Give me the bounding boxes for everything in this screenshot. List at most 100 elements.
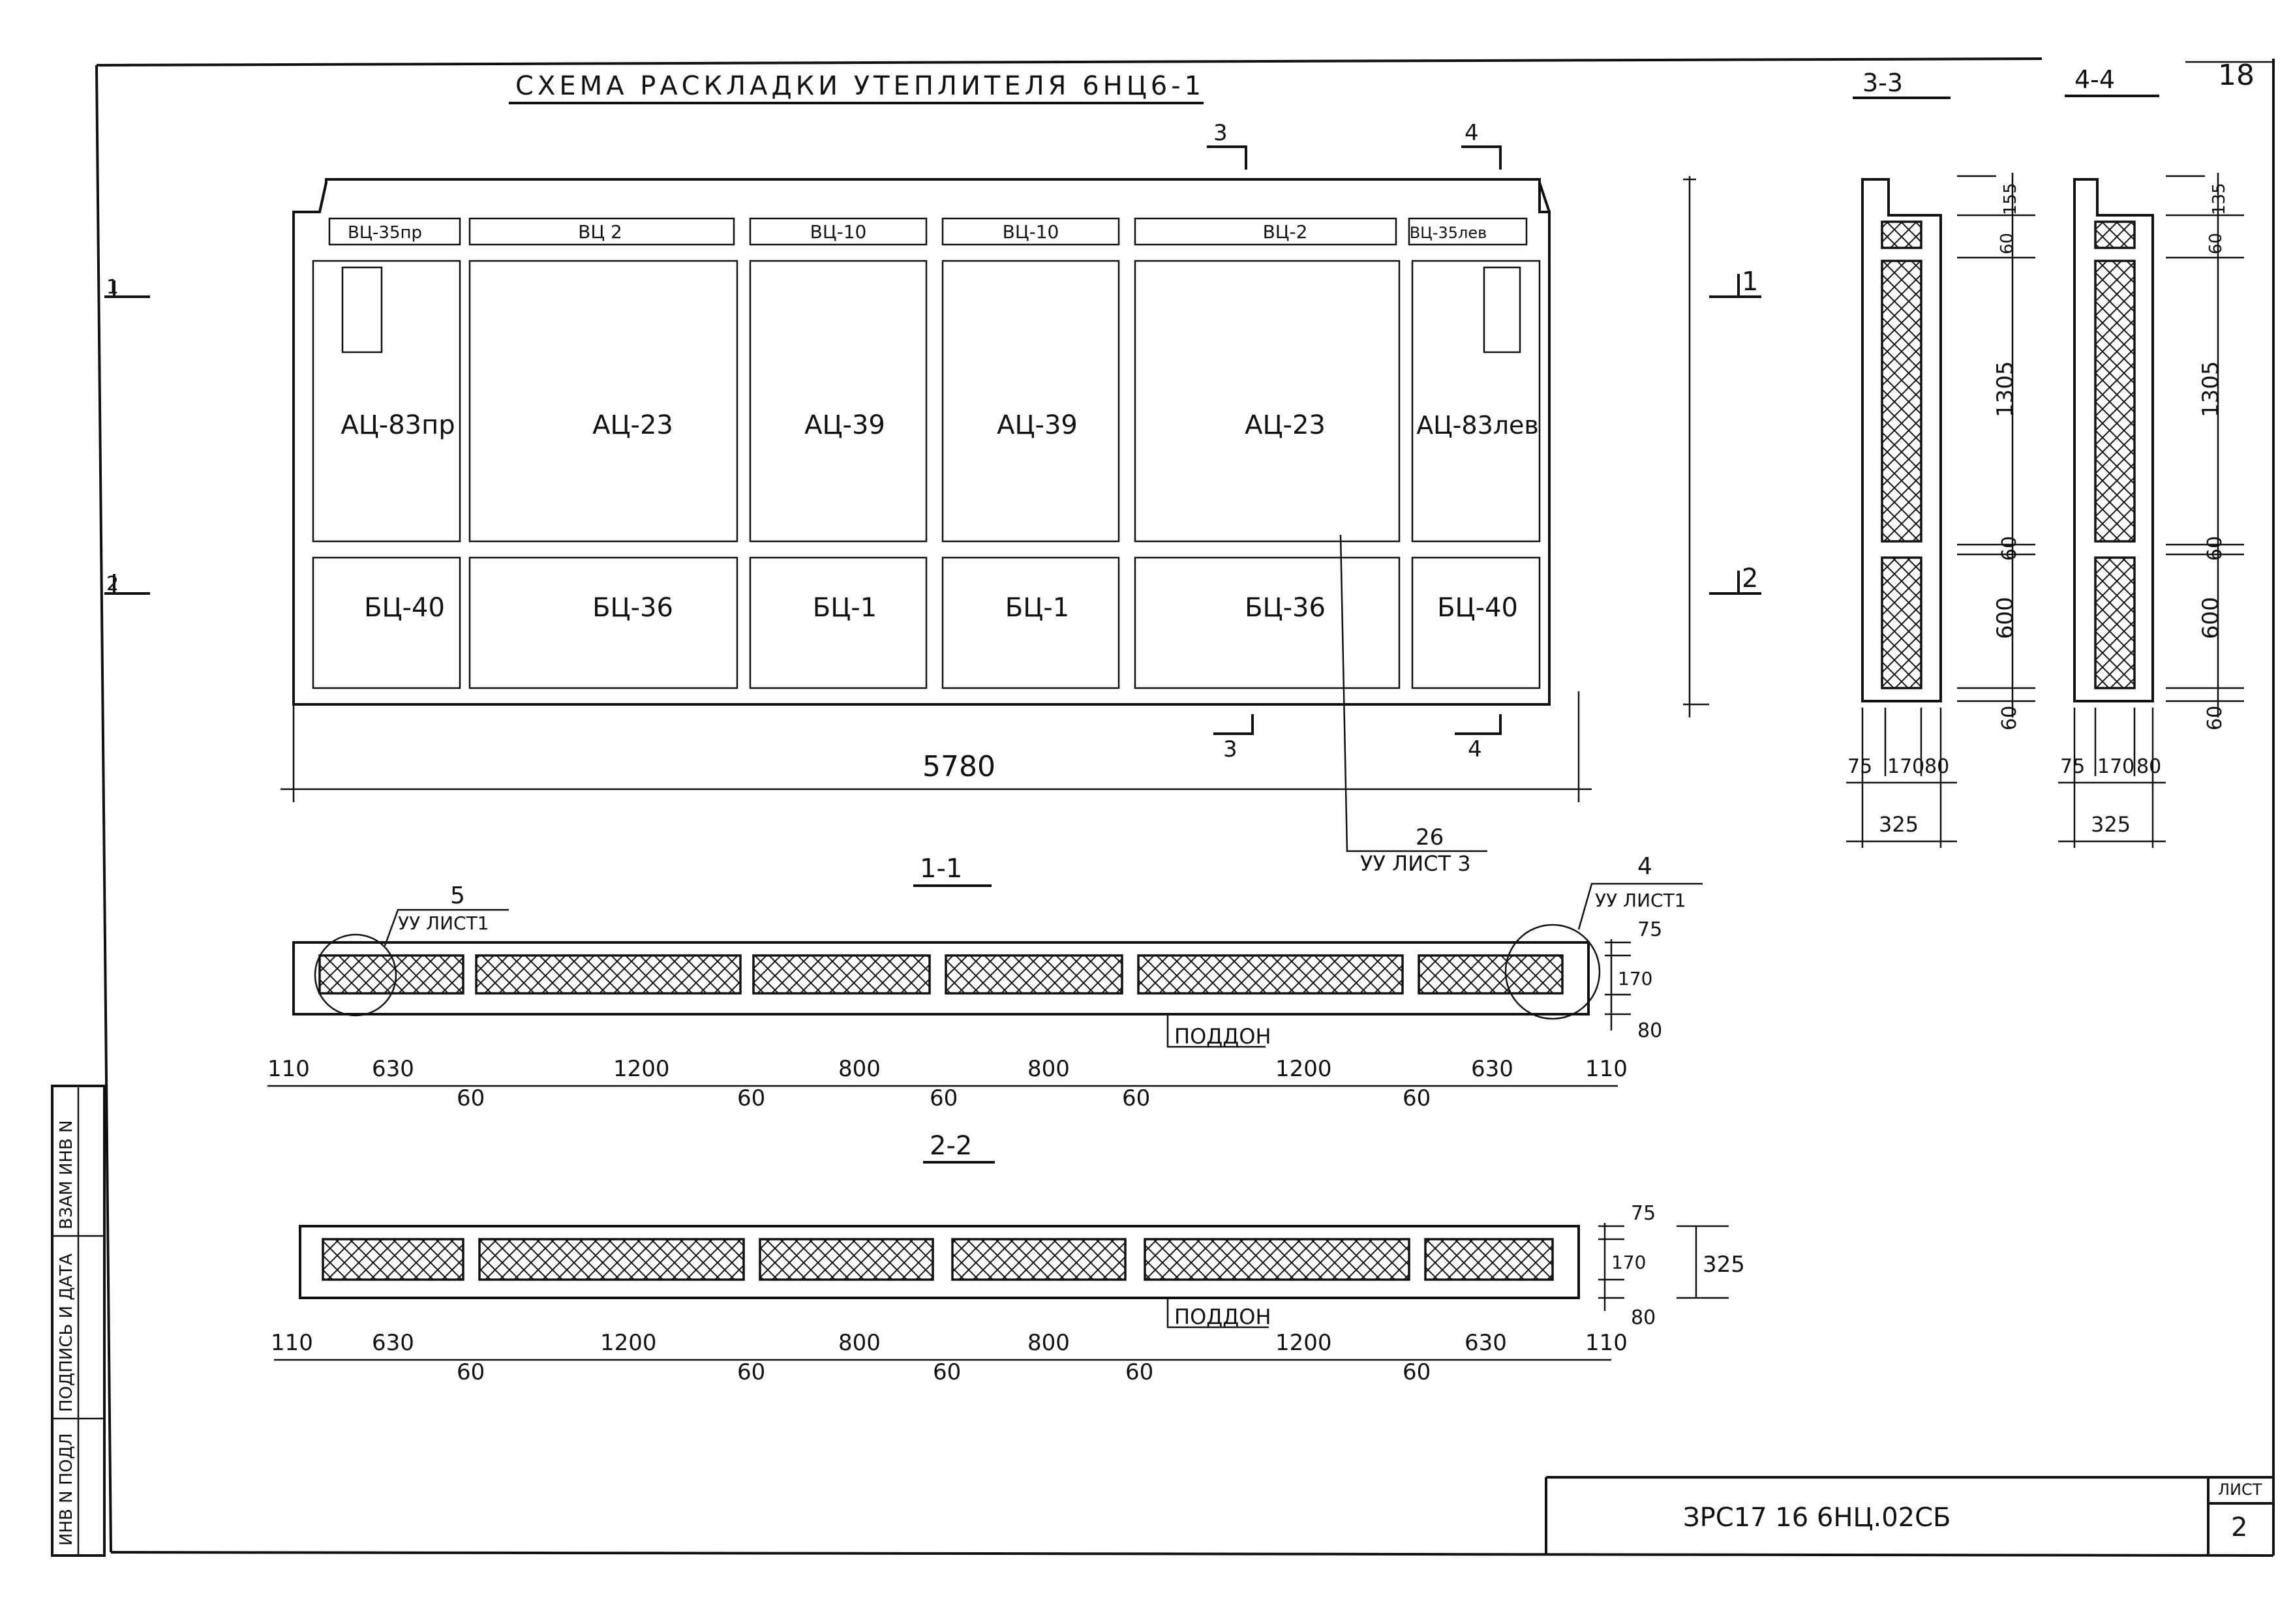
plan-view: ВЦ-35пр ВЦ 2 ВЦ-10 ВЦ-10 ВЦ-2 ВЦ-35лев А…	[104, 120, 1761, 876]
svg-text:325: 325	[2091, 812, 2131, 837]
svg-text:800: 800	[838, 1056, 881, 1082]
left-stamp-strip: ИНВ N ПОДЛ ПОДПИСЬ И ДАТА ВЗАМ ИНВ N	[51, 1085, 106, 1557]
svg-text:600: 600	[1992, 597, 2018, 639]
svg-text:800: 800	[1027, 1330, 1070, 1356]
top-label-1: ВЦ-35пр	[348, 223, 422, 243]
top-label-6: ВЦ-35лев	[1410, 224, 1487, 242]
section-2-2-title: 2-2	[930, 1131, 972, 1161]
svg-text:60: 60	[737, 1359, 765, 1385]
title-block: ЗРС17 16 6НЦ.02СБ ЛИСТ 2	[1545, 1476, 2273, 1556]
svg-text:1: 1	[106, 276, 119, 299]
mid-label-6: АЦ-83лев	[1416, 411, 1539, 440]
svg-text:135: 135	[2209, 183, 2229, 215]
svg-text:4: 4	[1465, 120, 1479, 146]
svg-text:ПОДПИСЬ И ДАТА: ПОДПИСЬ И ДАТА	[57, 1254, 76, 1412]
svg-text:2: 2	[106, 573, 119, 595]
bot-label-3: БЦ-1	[813, 593, 877, 623]
svg-text:60: 60	[2204, 536, 2226, 561]
drawing-title: СХЕМА РАСКЛАДКИ УТЕПЛИТЕЛЯ 6НЦ6-1	[515, 71, 1205, 101]
sheet-label: ЛИСТ	[2218, 1481, 2262, 1499]
svg-text:1: 1	[1742, 267, 1758, 297]
svg-text:УУ ЛИСТ1: УУ ЛИСТ1	[1595, 890, 1686, 911]
sheet-frame	[95, 57, 2275, 1557]
section-4-4: 4-4 135 60 1305 60 600 60 75 170 80 325	[2058, 65, 2244, 848]
svg-text:60: 60	[457, 1359, 485, 1385]
top-label-2: ВЦ 2	[578, 221, 622, 243]
svg-text:60: 60	[1125, 1359, 1153, 1385]
svg-text:800: 800	[1027, 1056, 1070, 1082]
svg-text:600: 600	[2198, 597, 2224, 639]
svg-text:УУ ЛИСТ1: УУ ЛИСТ1	[398, 912, 489, 934]
svg-text:60: 60	[2204, 706, 2226, 730]
svg-text:3: 3	[1223, 736, 1238, 762]
svg-text:75: 75	[1847, 755, 1872, 778]
svg-text:60: 60	[1998, 706, 2021, 730]
svg-text:1305: 1305	[1992, 361, 2018, 417]
svg-text:800: 800	[838, 1330, 881, 1356]
mid-label-2: АЦ-23	[592, 410, 673, 440]
svg-text:1200: 1200	[600, 1330, 657, 1356]
mid-label-5: АЦ-23	[1245, 410, 1326, 440]
section-1-1: 1-1 5 УУ ЛИСТ1 4 УУ ЛИСТ1 ПОДДОН 75 170 …	[267, 853, 1703, 1111]
doc-code: ЗРС17 16 6НЦ.02СБ	[1683, 1503, 1951, 1533]
section-3-3: 3-3 155 60 1305 60 600 60 75 170 80 325	[1846, 68, 2035, 848]
mid-label-1: АЦ-83пр	[341, 410, 455, 440]
bot-label-5: БЦ-36	[1245, 593, 1326, 623]
svg-text:110: 110	[271, 1330, 313, 1356]
svg-text:110: 110	[1585, 1330, 1628, 1356]
svg-text:60: 60	[1997, 233, 2017, 254]
section-2-2: 2-2 ПОДДОН 75 170 80 325 110 630 1200 80…	[271, 1131, 1745, 1385]
svg-text:80: 80	[1631, 1306, 1656, 1329]
callout-26-ref: УУ ЛИСТ 3	[1360, 851, 1471, 876]
svg-text:630: 630	[1465, 1330, 1507, 1356]
svg-text:60: 60	[1998, 536, 2021, 561]
svg-text:630: 630	[1471, 1056, 1513, 1082]
svg-text:80: 80	[1924, 755, 1949, 778]
svg-text:110: 110	[267, 1056, 310, 1082]
svg-text:630: 630	[372, 1330, 414, 1356]
svg-text:ИНВ N ПОДЛ: ИНВ N ПОДЛ	[57, 1433, 76, 1546]
svg-text:170: 170	[1618, 968, 1652, 989]
top-label-4: ВЦ-10	[1003, 221, 1059, 243]
svg-text:170: 170	[1611, 1252, 1646, 1273]
sheet-number: 2	[2231, 1512, 2247, 1542]
svg-text:1200: 1200	[1275, 1330, 1332, 1356]
svg-text:325: 325	[1879, 812, 1919, 837]
svg-text:5: 5	[450, 882, 465, 909]
svg-text:80: 80	[2136, 755, 2161, 778]
svg-text:170: 170	[2097, 755, 2134, 778]
svg-text:75: 75	[2060, 755, 2085, 778]
top-row-strips	[328, 217, 1528, 246]
bot-label-6: БЦ-40	[1437, 593, 1518, 623]
svg-text:2: 2	[1742, 564, 1758, 594]
svg-text:ПОДДОН: ПОДДОН	[1174, 1304, 1271, 1329]
svg-text:60: 60	[1403, 1085, 1431, 1111]
svg-text:325: 325	[1703, 1252, 1745, 1278]
svg-text:110: 110	[1585, 1056, 1628, 1082]
svg-text:80: 80	[1637, 1019, 1662, 1042]
svg-text:60: 60	[930, 1085, 958, 1111]
bot-label-2: БЦ-36	[592, 593, 673, 623]
svg-text:155: 155	[2001, 183, 2020, 215]
svg-text:ВЗАМ ИНВ N: ВЗАМ ИНВ N	[57, 1120, 76, 1229]
bot-row-blocks	[312, 556, 1541, 689]
section-markers: 1 2 1 2 3 4 3 4	[104, 120, 1761, 762]
svg-text:630: 630	[372, 1056, 414, 1082]
svg-text:1200: 1200	[613, 1056, 670, 1082]
svg-text:60: 60	[1122, 1085, 1150, 1111]
svg-text:75: 75	[1631, 1202, 1656, 1225]
page-number: 18	[2218, 59, 2255, 92]
section-3-3-title: 3-3	[1862, 68, 1903, 97]
svg-text:4: 4	[1468, 736, 1482, 762]
mid-label-4: АЦ-39	[997, 410, 1078, 440]
mid-row-blocks	[312, 260, 1541, 543]
svg-text:60: 60	[2206, 233, 2226, 254]
top-label-3: ВЦ-10	[810, 221, 867, 243]
bot-label-1: БЦ-40	[364, 593, 445, 623]
section-4-4-title: 4-4	[2074, 65, 2115, 94]
svg-text:60: 60	[737, 1085, 765, 1111]
svg-text:170: 170	[1887, 755, 1924, 778]
top-label-5: ВЦ-2	[1263, 221, 1308, 243]
svg-text:60: 60	[457, 1085, 485, 1111]
